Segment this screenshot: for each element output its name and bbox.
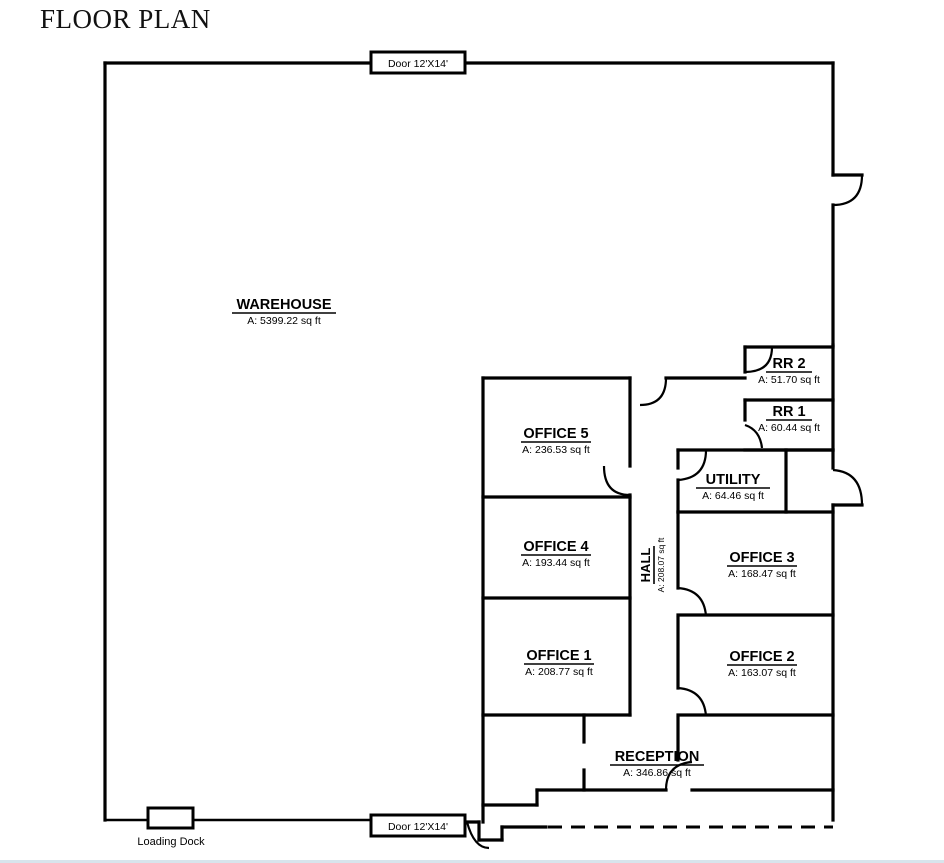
utility-name: UTILITY xyxy=(706,472,761,488)
page-title: FLOOR PLAN xyxy=(40,4,211,34)
loading-dock-label: Loading Dock xyxy=(137,836,205,848)
hall-name: HALL xyxy=(638,548,653,583)
loading-dock-box xyxy=(146,806,195,830)
office3-area: A: 168.47 sq ft xyxy=(728,568,796,580)
door-arc-right-lower xyxy=(832,468,864,506)
door-top-label: Door 12'X14' xyxy=(388,58,448,70)
room-label-office2: OFFICE 2 A: 163.07 sq ft xyxy=(727,649,797,679)
door-top-box xyxy=(369,50,467,75)
hall-walls xyxy=(639,376,835,792)
door-arc-rr2 xyxy=(744,346,774,374)
loading-dock: Loading Dock xyxy=(137,806,205,848)
door-arc-right-upper xyxy=(832,174,864,207)
room-label-rr2: RR 2 A: 51.70 sq ft xyxy=(758,356,820,386)
office1-name: OFFICE 1 xyxy=(526,648,591,664)
hall-area: A: 208.07 sq ft xyxy=(656,537,666,592)
building-outline xyxy=(103,61,835,842)
office2-name: OFFICE 2 xyxy=(729,649,794,665)
office5-area: A: 236.53 sq ft xyxy=(522,444,590,456)
door-arc-rr1 xyxy=(744,423,764,449)
door-bottom-swing-arc xyxy=(465,821,490,850)
door-arc-reception xyxy=(664,760,693,791)
reception-area: A: 346.86 sq ft xyxy=(623,767,691,779)
utility-walls xyxy=(676,448,835,514)
exterior-door-right-upper xyxy=(831,173,864,207)
rr2-name: RR 2 xyxy=(772,356,805,372)
office4-name: OFFICE 4 xyxy=(523,539,588,555)
warehouse-area: A: 5399.22 sq ft xyxy=(247,315,321,327)
rr1-area: A: 60.44 sq ft xyxy=(758,422,820,434)
door-arc-hall-north xyxy=(639,377,668,407)
office5-name: OFFICE 5 xyxy=(523,426,588,442)
reception-name: RECEPTION xyxy=(615,749,700,765)
office2-area: A: 163.07 sq ft xyxy=(728,667,796,679)
room-label-office1: OFFICE 1 A: 208.77 sq ft xyxy=(524,648,594,678)
room-label-warehouse: WAREHOUSE A: 5399.22 sq ft xyxy=(232,297,336,327)
room-label-hall: HALL A: 208.07 sq ft xyxy=(638,537,666,592)
rr2-area: A: 51.70 sq ft xyxy=(758,374,820,386)
door-arc-office5 xyxy=(602,465,631,497)
door-top: Door 12'X14' xyxy=(369,50,467,75)
room-label-office4: OFFICE 4 A: 193.44 sq ft xyxy=(521,539,591,569)
door-bottom-label: Door 12'X14' xyxy=(388,821,448,833)
bottom-divider xyxy=(0,860,944,863)
door-arc-office2 xyxy=(677,686,708,717)
room-label-office5: OFFICE 5 A: 236.53 sq ft xyxy=(521,426,591,456)
office1-area: A: 208.77 sq ft xyxy=(525,666,593,678)
office4-area: A: 193.44 sq ft xyxy=(522,557,590,569)
office-block-center xyxy=(481,376,668,824)
rr1-name: RR 1 xyxy=(772,404,805,420)
room-label-office3: OFFICE 3 A: 168.47 sq ft xyxy=(727,550,797,580)
door-bottom-box xyxy=(369,813,467,838)
room-label-rr1: RR 1 A: 60.44 sq ft xyxy=(758,404,820,434)
office3-name: OFFICE 3 xyxy=(729,550,794,566)
door-arc-office3 xyxy=(677,586,708,617)
exterior-door-right-lower xyxy=(831,468,864,507)
utility-area: A: 64.46 sq ft xyxy=(702,490,764,502)
door-bottom: Door 12'X14' xyxy=(369,813,490,850)
room-label-utility: UTILITY A: 64.46 sq ft xyxy=(696,472,770,502)
room-label-reception: RECEPTION A: 346.86 sq ft xyxy=(610,749,704,779)
door-arc-utility xyxy=(677,449,708,482)
warehouse-name: WAREHOUSE xyxy=(236,297,331,313)
